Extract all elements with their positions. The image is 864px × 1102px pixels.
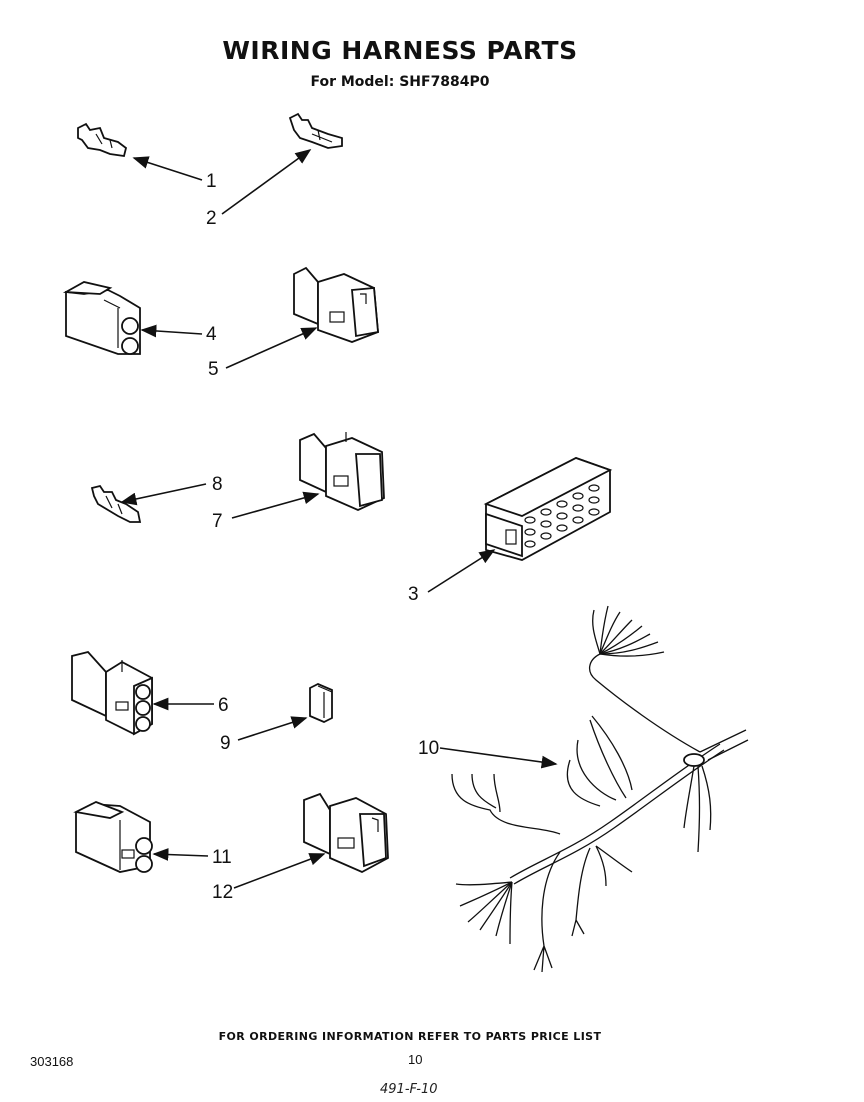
part-2-terminal (288, 112, 343, 149)
leader-line-1 (132, 156, 203, 181)
part-11-connector (73, 801, 153, 873)
leader-line-4 (140, 324, 203, 338)
part-label-12: 12 (212, 882, 233, 903)
part-1-terminal (77, 122, 128, 158)
part-label-1: 1 (206, 171, 217, 192)
leader-line-3 (427, 549, 496, 593)
part-label-11: 11 (212, 847, 232, 868)
part-label-7: 7 (212, 511, 223, 532)
part-label-10: 10 (418, 738, 439, 759)
leader-line-9 (237, 716, 308, 741)
page-number: 10 (408, 1052, 423, 1067)
leader-line-2 (221, 149, 312, 215)
part-label-3: 3 (408, 584, 419, 605)
ordering-note: FOR ORDERING INFORMATION REFER TO PARTS … (218, 1030, 602, 1043)
handwritten-note: 491-F-10 (380, 1082, 438, 1097)
part-4-connector (62, 281, 141, 355)
page-title: WIRING HARNESS PARTS (222, 36, 578, 65)
leader-line-11 (152, 848, 209, 861)
model-subtitle: For Model: SHF7884P0 (310, 74, 490, 90)
leader-line-12 (233, 853, 326, 889)
leader-line-7 (231, 491, 320, 519)
part-3-multipin-block (483, 457, 613, 561)
document-number: 303168 (30, 1054, 74, 1069)
part-label-4: 4 (206, 324, 217, 345)
part-label-5: 5 (208, 359, 219, 380)
part-10-wiring-harness (451, 605, 749, 973)
part-label-9: 9 (220, 733, 231, 754)
part-label-6: 6 (218, 695, 229, 716)
part-5-housing (293, 266, 379, 343)
part-label-8: 8 (212, 474, 223, 495)
part-label-2: 2 (206, 208, 217, 229)
part-7-housing (299, 432, 385, 511)
leader-line-8 (120, 483, 207, 506)
part-12-housing (303, 792, 389, 874)
part-9-clip (309, 683, 333, 723)
leader-line-10 (439, 747, 558, 769)
part-6-connector (71, 650, 153, 736)
part-8-terminal (90, 484, 142, 523)
leader-line-5 (225, 327, 318, 369)
